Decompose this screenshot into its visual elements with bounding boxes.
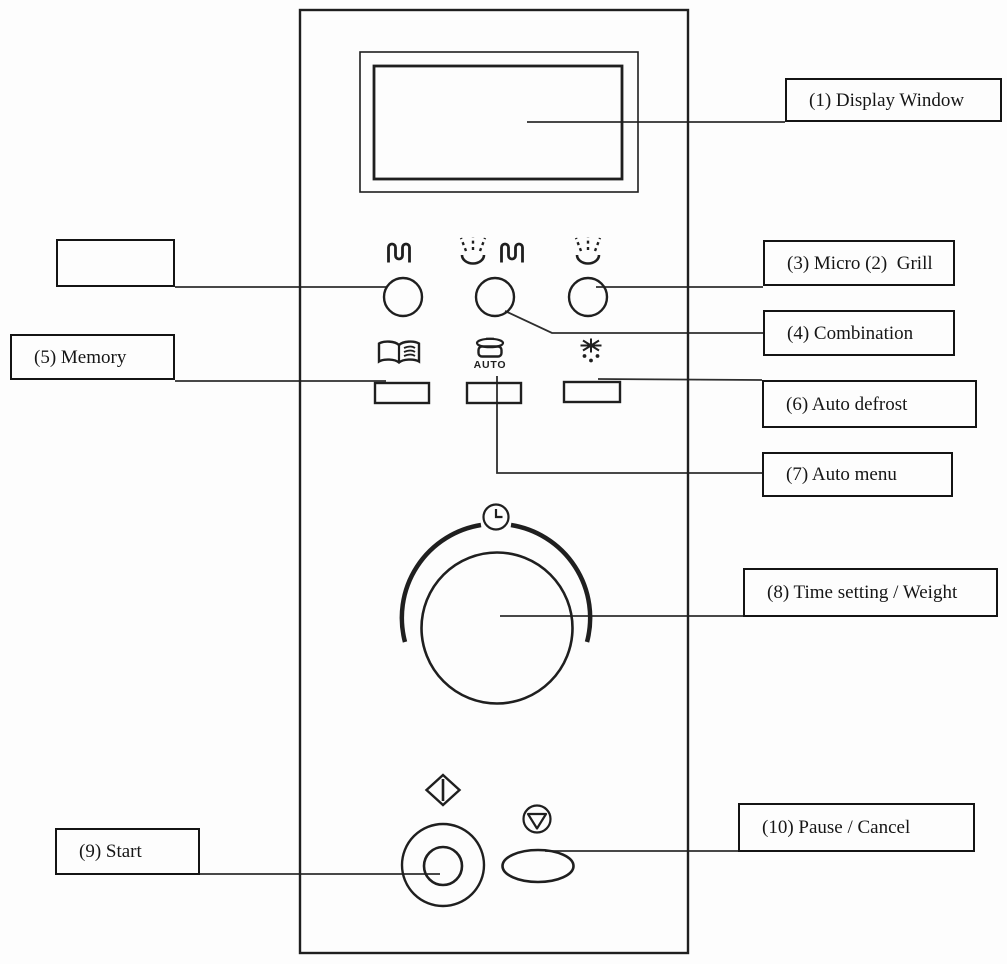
micro-waves-icon: [459, 237, 487, 265]
callout-label-micro-grill: (3) Micro (2) Grill: [763, 240, 955, 286]
callout-label-auto-menu: (7) Auto menu: [762, 452, 953, 497]
snowflake-drip-icon: [580, 338, 602, 363]
callout-label-pause-cancel: (10) Pause / Cancel: [738, 803, 975, 852]
micro-button[interactable]: [567, 276, 609, 318]
auto-menu-button[interactable]: [465, 381, 523, 405]
pause-cancel-button[interactable]: [501, 848, 575, 884]
callout-label-auto-defrost: (6) Auto defrost: [762, 380, 977, 428]
memory-button[interactable]: [373, 381, 431, 405]
auto-defrost-button[interactable]: [562, 380, 622, 404]
pot-auto-icon: AUTO: [474, 337, 507, 371]
clock-icon: [482, 503, 510, 531]
dial-scale-arc-right: [510, 522, 593, 643]
callout-label-start: (9) Start: [55, 828, 200, 875]
start-diamond-icon: [424, 773, 462, 807]
display-window-bezel: [359, 51, 639, 193]
callout-label-time-weight: (8) Time setting / Weight: [743, 568, 998, 617]
grill-coil-icon: [500, 242, 524, 263]
start-button-center[interactable]: [422, 845, 464, 887]
auto-label: AUTO: [474, 359, 507, 371]
callout-line-auto-menu: [496, 376, 762, 474]
callout-label-combination: (4) Combination: [763, 310, 955, 356]
callout-line-combination: [504, 310, 763, 334]
display-window: [359, 51, 639, 193]
combination-button[interactable]: [474, 276, 516, 318]
dial-scale-arc-left: [399, 522, 482, 643]
time-weight-dial-knob[interactable]: [420, 551, 574, 705]
callout-lines: [175, 121, 785, 875]
open-book-icon: [377, 340, 421, 365]
control-panel-outline: [298, 8, 690, 955]
grill-button[interactable]: [382, 276, 424, 318]
micro-waves-icon: [574, 237, 602, 265]
start-button[interactable]: [400, 822, 486, 908]
display-window-screen: [372, 64, 624, 181]
grill-icon: [387, 242, 411, 263]
callout-label-display-window: (1) Display Window: [785, 78, 1002, 122]
stop-triangle-icon: [522, 804, 552, 834]
callout-label-unlabeled: [56, 239, 175, 287]
callout-line-auto-defrost: [597, 378, 763, 381]
callout-label-memory: (5) Memory: [10, 334, 175, 380]
